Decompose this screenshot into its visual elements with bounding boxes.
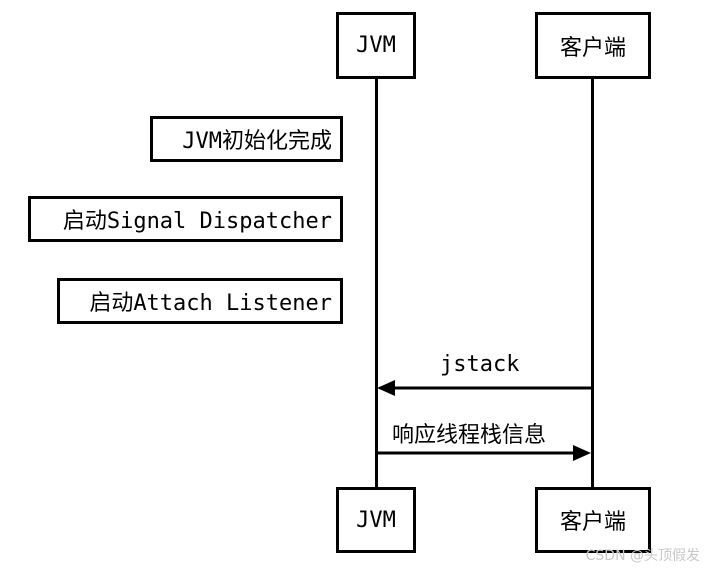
client-participant-top-label: 客户端: [559, 35, 626, 61]
jstack-message-label: jstack: [440, 352, 519, 377]
note-start-attach-listener: 启动Attach Listener: [57, 278, 343, 324]
csdn-watermark: CSDN @头顶假发: [586, 545, 700, 565]
jvm-participant-top-label: JVM: [356, 33, 396, 58]
jstack-arrow-head: [377, 380, 395, 396]
note-jvm-init-complete-text: JVM初始化完成: [182, 129, 332, 154]
jvm-participant-bottom: JVM: [336, 487, 416, 553]
response-message-label: 响应线程栈信息: [392, 417, 546, 449]
response-message-text: 响应线程栈信息: [392, 423, 547, 448]
note-start-signal-dispatcher: 启动Signal Dispatcher: [28, 196, 343, 242]
client-participant-bottom-label: 客户端: [559, 510, 626, 535]
note-start-signal-dispatcher-text: 启动Signal Dispatcher: [62, 209, 332, 234]
jstack-message-text: jstack: [440, 352, 520, 377]
jvm-lifeline: [375, 78, 378, 488]
client-participant-bottom: 客户端: [535, 487, 651, 553]
csdn-watermark-text: CSDN @头顶假发: [585, 548, 700, 564]
jvm-participant-bottom-label: JVM: [356, 507, 396, 533]
client-participant-top: 客户端: [535, 12, 651, 79]
response-arrow-head: [573, 445, 591, 461]
jvm-participant-top: JVM: [336, 12, 416, 79]
note-jvm-init-complete: JVM初始化完成: [150, 116, 343, 162]
client-lifeline: [591, 78, 594, 488]
note-start-attach-listener-text: 启动Attach Listener: [89, 291, 332, 316]
